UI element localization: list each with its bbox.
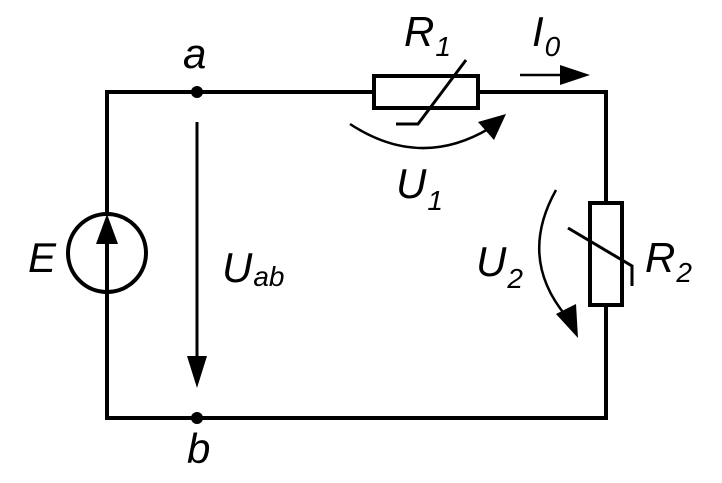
resistor-r2	[567, 201, 634, 307]
resistor-r2-label: R2	[645, 234, 692, 288]
node-a-label: a	[183, 30, 206, 77]
resistor-r1	[372, 59, 480, 126]
voltage-source	[66, 212, 148, 294]
voltage-u1-label: U1	[396, 160, 443, 216]
voltage-ab-label: Uab	[222, 244, 285, 292]
resistor-r1-label: R1	[404, 8, 451, 62]
voltage-ab-arrow	[187, 122, 207, 388]
source-arrow-head	[96, 214, 118, 244]
voltage-u2-arrow	[537, 189, 578, 338]
wires	[105, 90, 608, 420]
node-b-dot	[191, 412, 203, 424]
voltage-u1-arrow	[349, 114, 506, 150]
node-a-dot	[191, 86, 203, 98]
node-b-label: b	[187, 425, 210, 472]
current-i0-arrow	[520, 65, 590, 85]
voltage-u2-label: U2	[476, 238, 523, 294]
current-i0-label: I0	[532, 8, 561, 62]
source-label: E	[28, 234, 57, 281]
